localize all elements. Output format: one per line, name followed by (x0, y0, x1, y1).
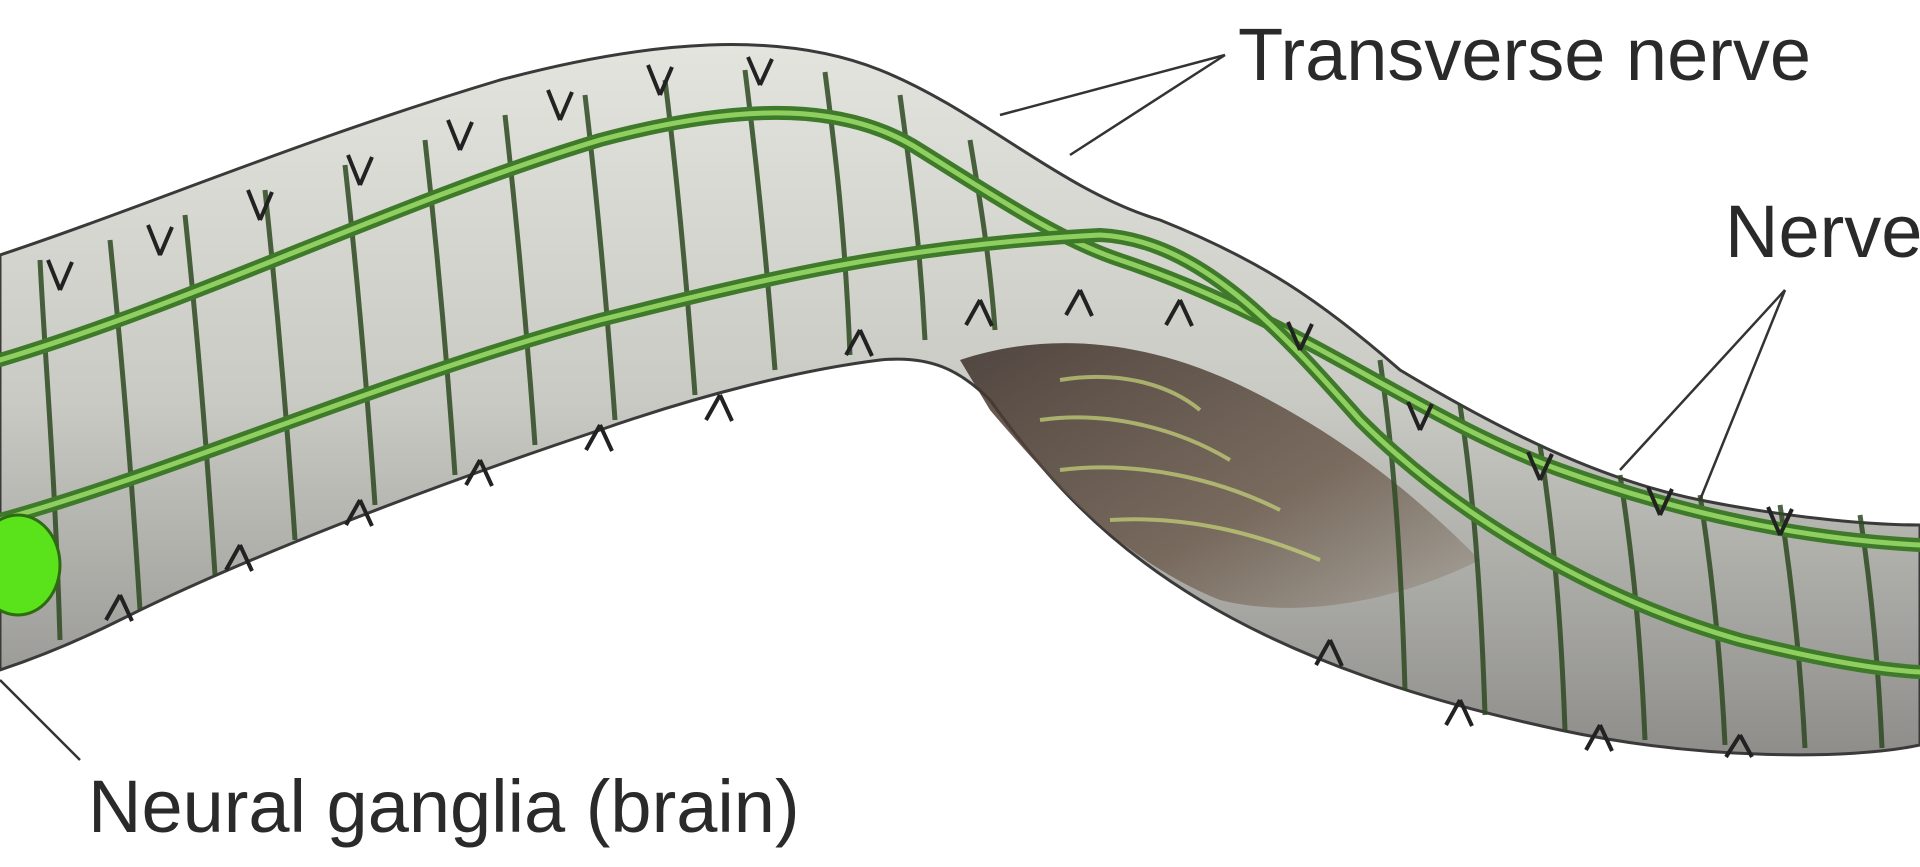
leader-transverse-1 (1000, 55, 1225, 115)
label-neural-ganglia: Neural ganglia (brain) (88, 770, 800, 844)
leader-nerve-2 (1700, 290, 1785, 500)
leader-ganglia (0, 680, 80, 760)
worm-body (0, 45, 1920, 755)
leader-nerve-1 (1620, 290, 1785, 470)
label-nerve: Nerve (1725, 195, 1920, 269)
label-transverse-nerve: Transverse nerve (1238, 18, 1811, 92)
leader-transverse-2 (1070, 55, 1225, 155)
